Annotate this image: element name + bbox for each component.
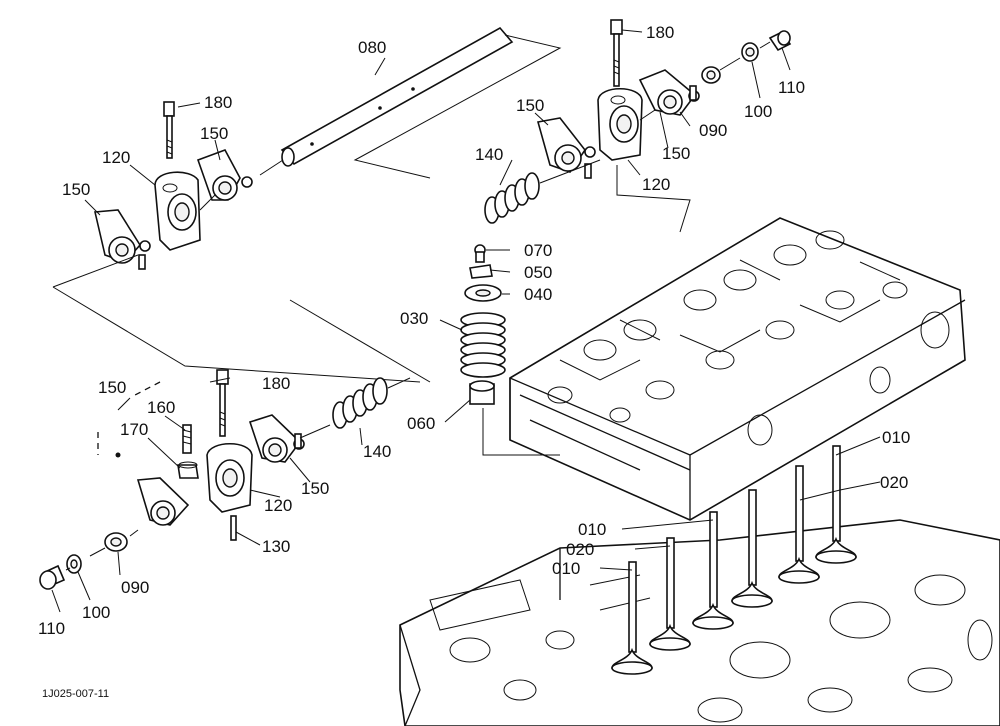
callout-110-lower: 110 — [38, 619, 65, 638]
valve-3 — [692, 511, 734, 630]
valve-5 — [778, 465, 820, 584]
drawing-code: 1J025-007-11 — [42, 688, 109, 700]
callout-010-middle: 010 — [578, 520, 606, 539]
callout-150-lower-right: 150 — [301, 479, 329, 498]
callout-150-upper-left-a: 150 — [200, 124, 228, 143]
callout-labels: 080 180 150 120 150 180 110 100 090 150 … — [38, 23, 910, 700]
callout-090-upper-right: 090 — [699, 121, 727, 140]
callout-150-upper-left-b: 150 — [62, 180, 90, 199]
callout-070: 070 — [524, 241, 552, 260]
callout-170: 170 — [120, 420, 148, 439]
callout-100-upper-right: 100 — [744, 102, 772, 121]
cylinder-head — [509, 217, 966, 521]
callout-180-upper-left: 180 — [204, 93, 232, 112]
callout-150-upper-right-b: 150 — [516, 96, 544, 115]
callout-010-left: 010 — [552, 559, 580, 578]
valve-4 — [731, 489, 773, 608]
callout-160: 160 — [147, 398, 175, 417]
upper-right-rocker-group — [536, 19, 792, 233]
callout-120-lower: 120 — [264, 496, 292, 515]
callout-120-upper-right: 120 — [642, 175, 670, 194]
lower-left-rocker-group — [39, 369, 331, 590]
callout-180-lower: 180 — [262, 374, 290, 393]
valve-1 — [611, 561, 653, 675]
valves — [611, 445, 857, 675]
callout-090-lower: 090 — [121, 578, 149, 597]
callout-010-right: 010 — [882, 428, 910, 447]
callout-140-upper: 140 — [475, 145, 503, 164]
callout-150-upper-right-a: 150 — [662, 144, 690, 163]
callout-140-lower: 140 — [363, 442, 391, 461]
callout-110-upper-right: 110 — [778, 78, 805, 97]
callout-130: 130 — [262, 537, 290, 556]
callout-020-right: 020 — [880, 473, 908, 492]
callout-040: 040 — [524, 285, 552, 304]
callout-120-upper-left: 120 — [102, 148, 130, 167]
spring-upper — [484, 159, 601, 224]
upper-left-rocker-group — [52, 101, 284, 288]
spring-lower — [332, 377, 411, 429]
callout-150-lower-left-group: 150 — [98, 378, 126, 397]
callout-180-upper-right: 180 — [646, 23, 674, 42]
callout-080: 080 — [358, 38, 386, 57]
callout-100-lower: 100 — [82, 603, 110, 622]
rocker-shaft — [280, 26, 562, 179]
valve-6 — [815, 445, 857, 564]
callout-050: 050 — [524, 263, 552, 282]
valve-2 — [649, 537, 691, 651]
callout-060: 060 — [407, 414, 435, 433]
valve-spring-stack — [460, 244, 560, 456]
leader-lines — [51, 29, 881, 613]
callout-030: 030 — [400, 309, 428, 328]
callout-020-middle: 020 — [566, 540, 594, 559]
